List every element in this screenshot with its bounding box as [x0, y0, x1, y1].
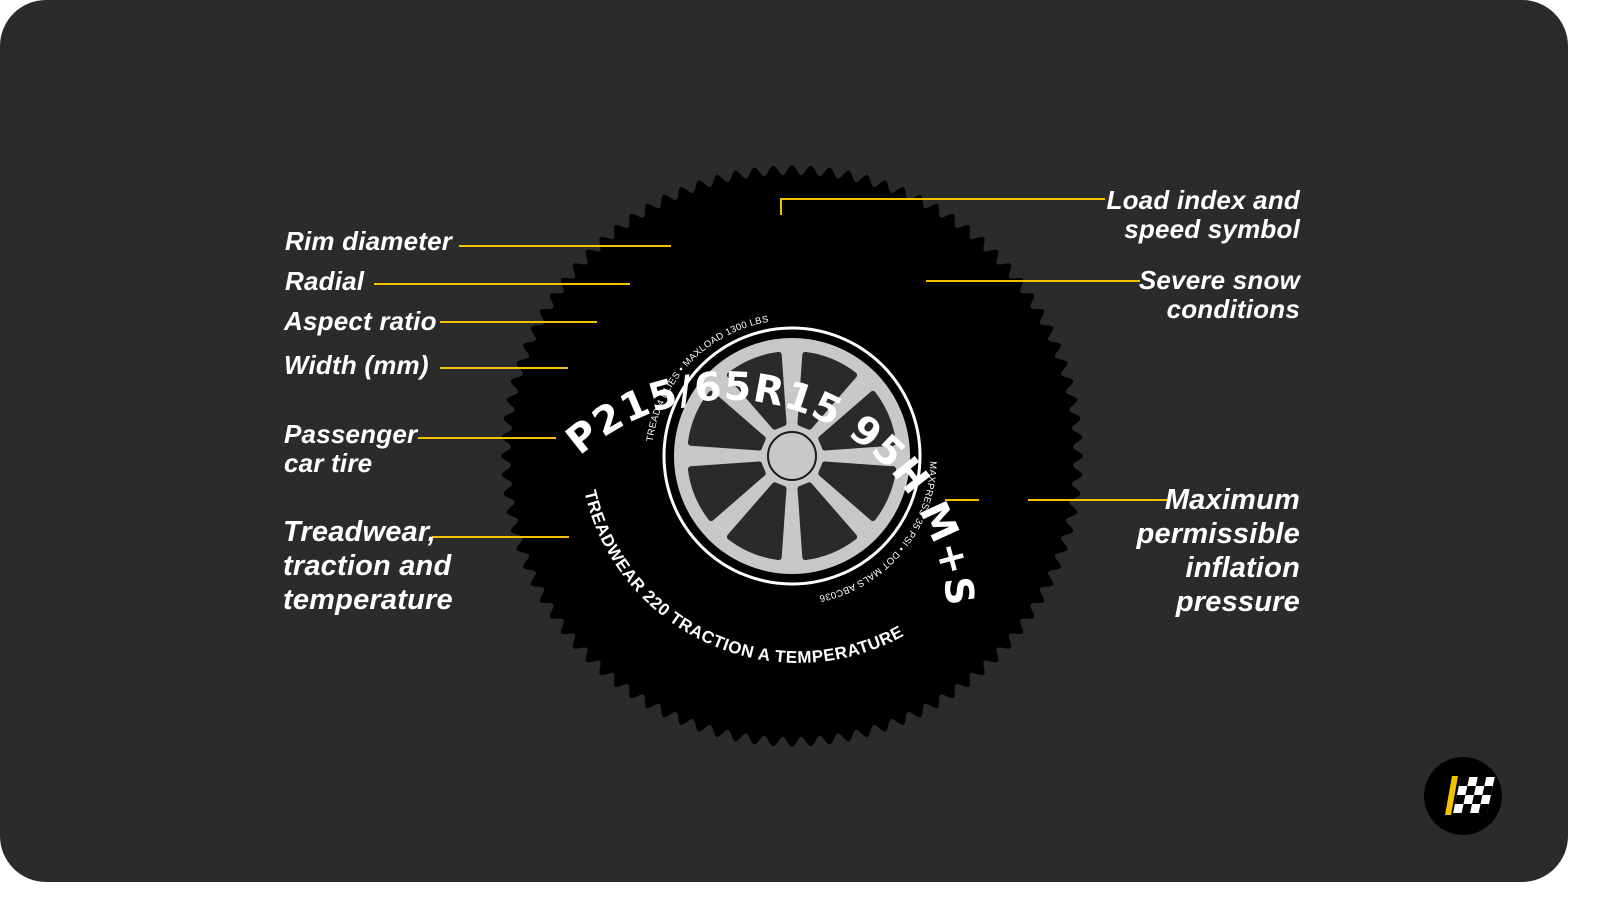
- width-callout-line: [440, 367, 568, 369]
- aspect-ratio-label: Aspect ratio: [284, 306, 437, 336]
- wheel-opening: [818, 390, 897, 451]
- tire-diagram: P215/65R15 95H M+S MANUFACTURER TREADWEA…: [0, 0, 1083, 747]
- wheel-spoke-openings: [687, 351, 897, 561]
- pressure-callout-line-inner: [945, 499, 979, 501]
- wheel-opening: [687, 461, 766, 522]
- checkered-flag-badge: [1424, 757, 1502, 835]
- wheel-opening: [818, 461, 897, 522]
- wheel-opening: [797, 482, 858, 561]
- snow-callout-line: [926, 280, 1140, 282]
- width-label: Width (mm): [284, 350, 429, 380]
- radial-label: Radial: [285, 266, 365, 296]
- wheel-opening: [726, 351, 787, 430]
- wheel-opening: [687, 390, 766, 451]
- pressure-callout-line-outer: [1028, 499, 1167, 501]
- load-index-callout-line: [780, 198, 1105, 200]
- checkered-flag-icon: [1445, 776, 1495, 815]
- wheel-hub: [767, 431, 817, 481]
- rim-ring: [662, 326, 922, 586]
- rim-diameter-label: Rim diameter: [285, 226, 453, 256]
- passenger-callout-line: [418, 437, 556, 439]
- wheel-opening: [797, 351, 858, 430]
- rim-diameter-callout-line: [459, 245, 671, 247]
- load-index-callout-drop: [780, 198, 782, 215]
- treadwear-callout-line: [432, 536, 569, 538]
- diagram-card: P215/65R15 95H M+S MANUFACTURER TREADWEA…: [0, 0, 1568, 882]
- aspect-ratio-callout-line: [440, 321, 597, 323]
- manufacturer-text: MANUFACTURER: [0, 0, 20, 10]
- wheel-opening: [726, 482, 787, 561]
- radial-callout-line: [374, 283, 630, 285]
